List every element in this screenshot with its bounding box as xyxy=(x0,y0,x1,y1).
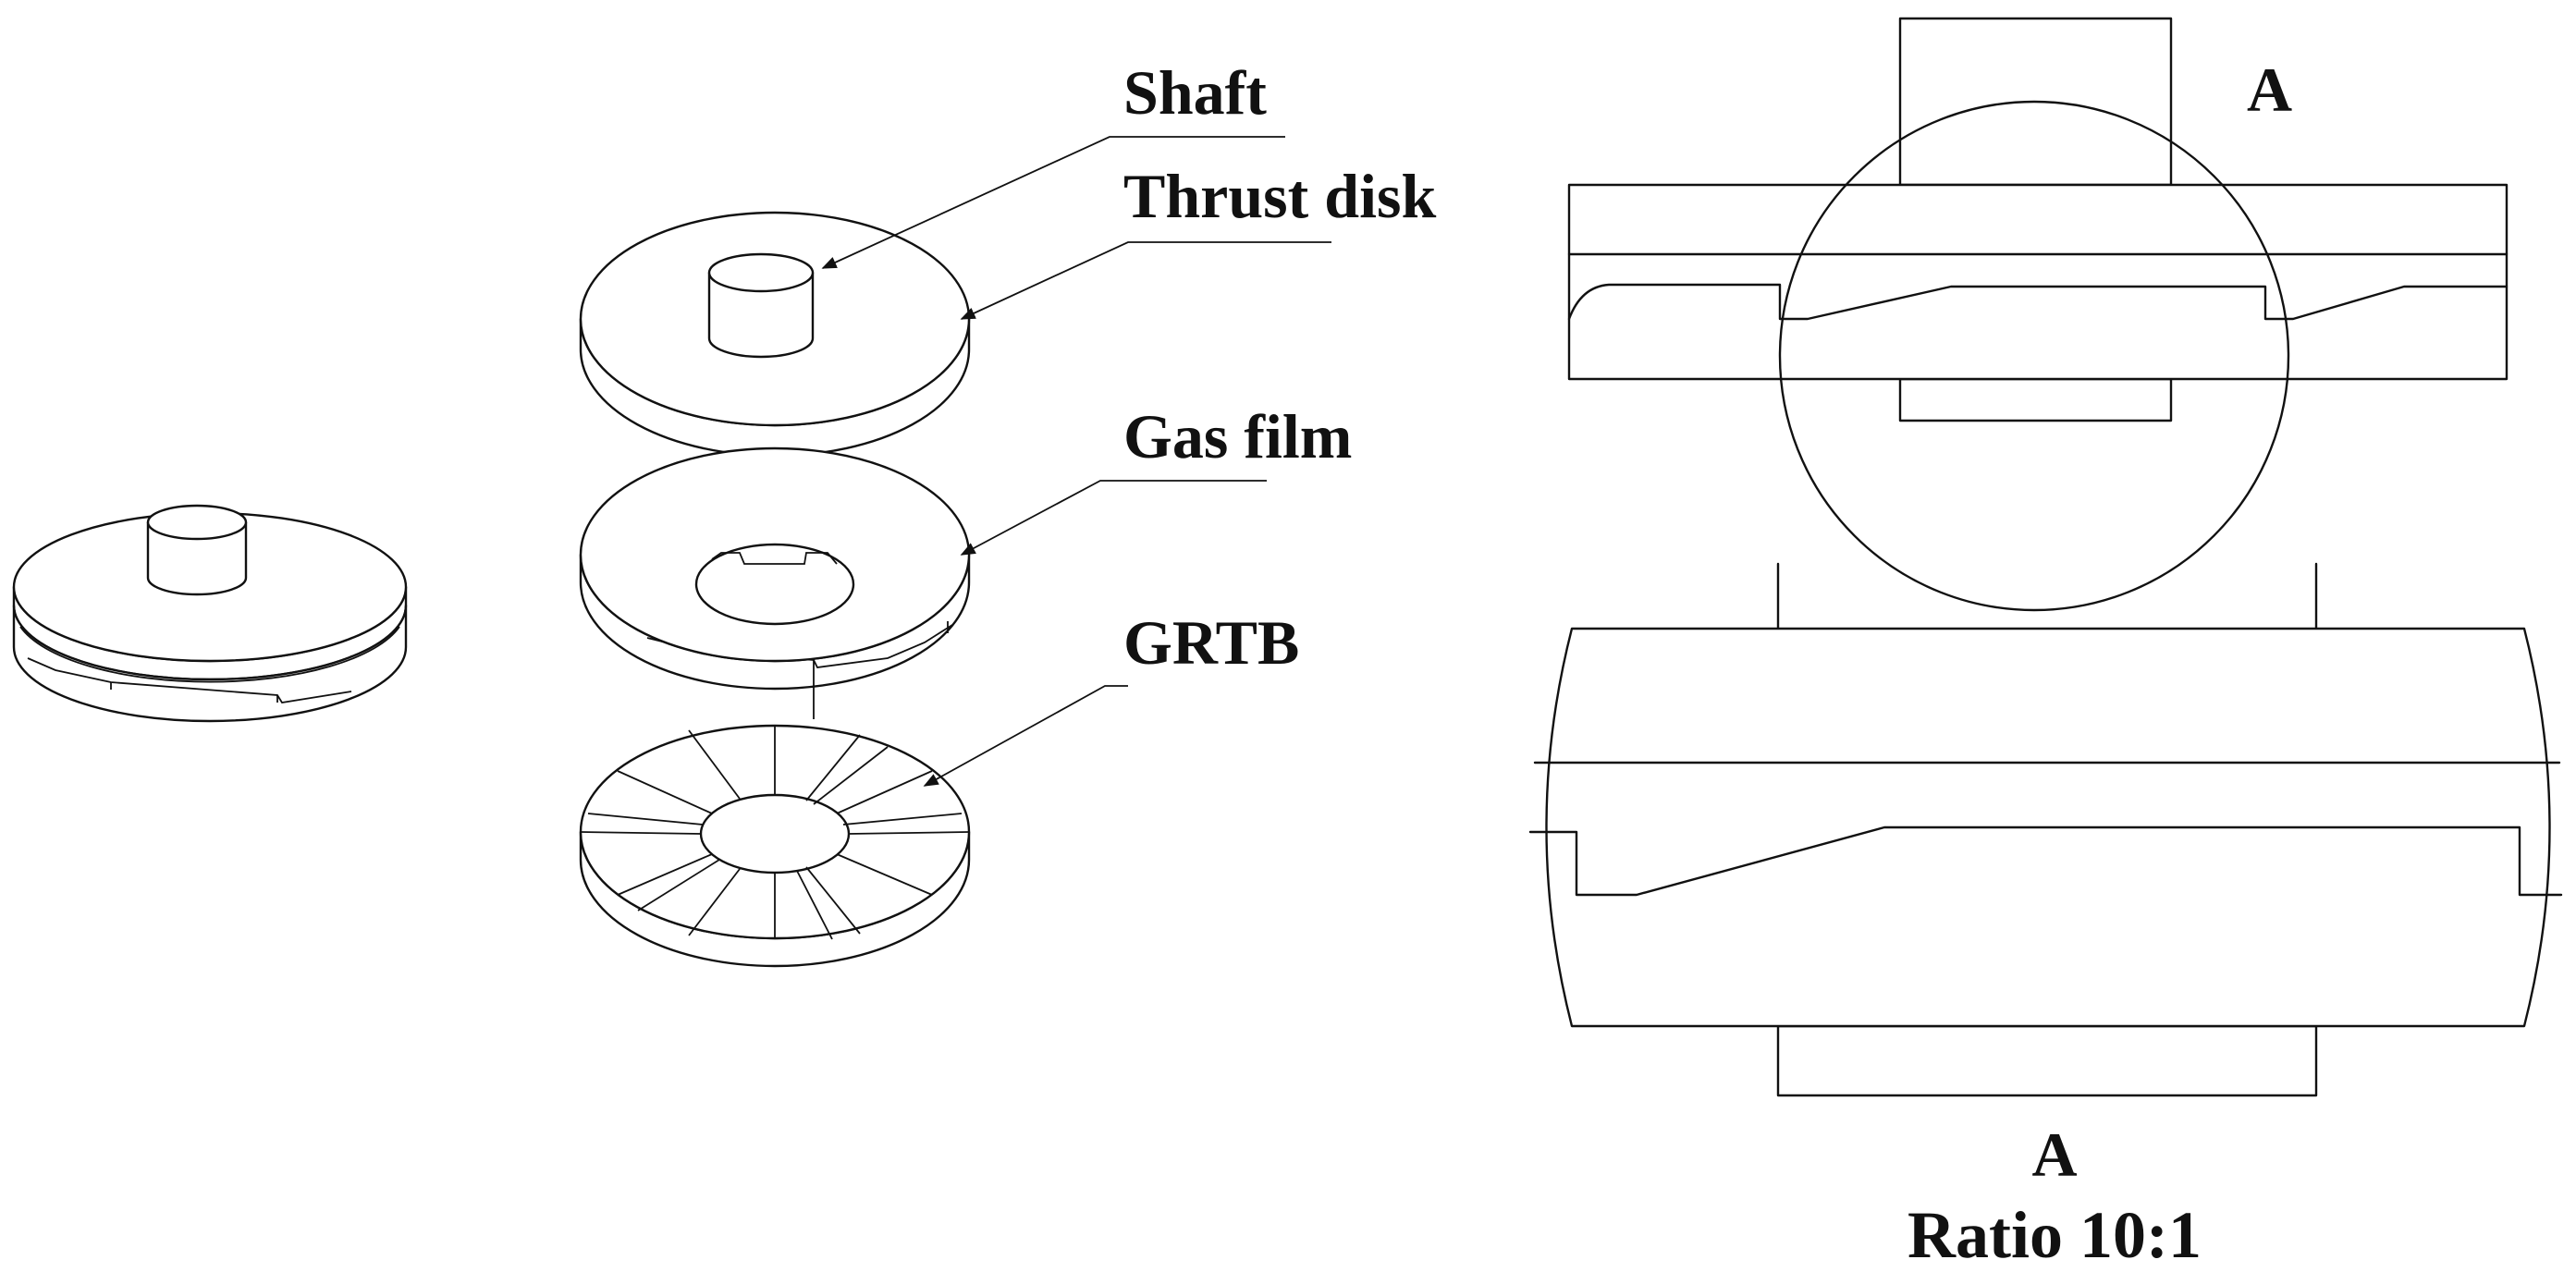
detail-view-a xyxy=(1528,562,2563,1097)
grtb-part xyxy=(579,724,971,968)
section-view xyxy=(1567,17,2509,612)
shaft-part xyxy=(707,252,815,359)
assembled-bearing xyxy=(12,504,408,723)
detail-title-a: A xyxy=(2031,1119,2077,1190)
label-gas-film: Gas film xyxy=(1123,401,1352,471)
label-thrust-disk: Thrust disk xyxy=(1123,161,1436,231)
label-grtb: GRTB xyxy=(1123,607,1299,678)
detail-marker-a: A xyxy=(2247,55,2292,125)
detail-ratio: Ratio 10:1 xyxy=(1907,1198,2202,1272)
label-shaft: Shaft xyxy=(1123,57,1267,128)
leader-lines xyxy=(821,136,1331,787)
gas-film-part xyxy=(579,446,971,719)
